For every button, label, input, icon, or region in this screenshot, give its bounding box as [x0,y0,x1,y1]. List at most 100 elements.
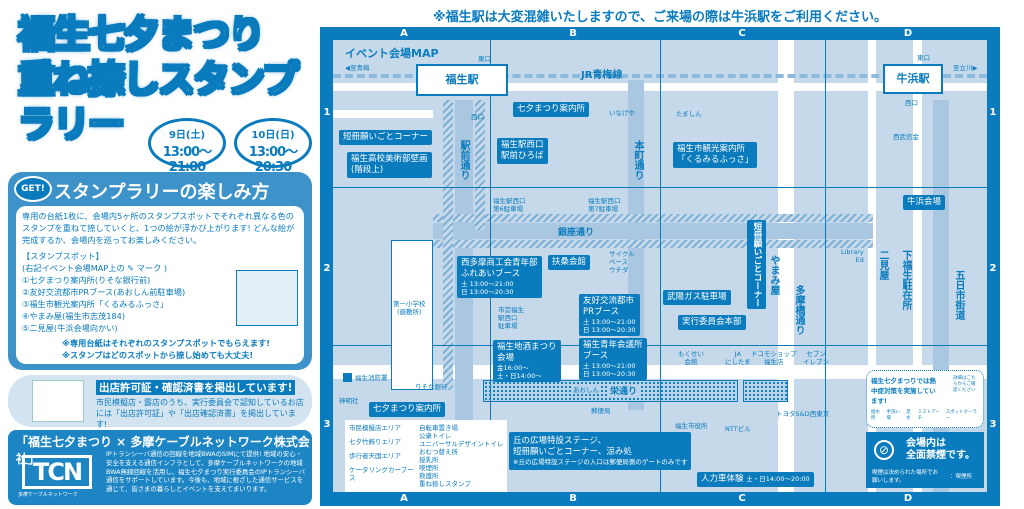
road-tamabashi [778,40,794,492]
spots-title: 【スタンプスポット】 [22,251,104,261]
legend-icon-item: ユニバーサルデザイントイレ [419,440,504,448]
yamamiya-label: やまみ屋 [768,255,779,295]
legend-area: 七夕竹飾りエリア [349,438,401,446]
legend-area: ケータリングカーブース [349,466,414,482]
yuko-time: 土 13:00〜21:00 日 13:00〜20:30 [583,318,636,334]
permit-text: 市民模擬店・露店のうち、実行委員会で認知しているお店には「出店許可証」や「出店確… [96,398,304,429]
sakae-dori-label: 栄通り [608,384,640,397]
rickshaw-text: 人力車体験 [701,474,744,484]
label-ushihama-venue[interactable]: 牛浜会場 [903,195,946,210]
tcn-panel: 「福生七夕まつり × 多摩ケーブルネットワーク株式会社」 TCN 多摩ケーブルネ… [8,430,312,505]
tcn-logo: TCN [22,455,92,489]
road [913,40,922,492]
tamabashi-dori-label: 多摩橋通り [793,285,804,335]
permit-panel: 出店許可証・確認済書を掲出しています! 市民模擬店・露店のうち、実行委員会で認知… [8,375,312,429]
col-label: C [738,493,746,504]
col-label: C [738,28,746,39]
heat-notice: 福生七夕まつりでは熱中症対策を実施しています! 詳細はこちらからご確認ください … [866,370,984,428]
grid-line [660,40,661,492]
label-seinen-booth[interactable]: 福生青年会議所 ブース土 13:00〜21:00 日 13:00〜20:30 [579,338,647,380]
shinmei-label: 神明社 [339,397,359,405]
parking6-label: 福生駅西口 第6駐車場 [493,197,526,213]
legend-icon-item: 公衆トイレ [419,432,452,440]
label-mural[interactable]: 福生高校美術部壁画 (階段上) [347,152,432,178]
badge-day: 10日(日) [251,130,295,141]
label-yuko-pr-booth[interactable]: 友好交流都市 PRブース土 13:00〜21:00 日 13:00〜20:30 [579,294,640,336]
seinen-time: 土 13:00〜21:00 日 13:00〜20:30 [583,362,636,378]
col-label: A [400,493,408,504]
grid-line [333,345,987,346]
grid-line [825,40,826,492]
date-badge-sat: 9日(土)13:00〜21:00 [148,118,226,175]
label-tanzaku-corner-2[interactable]: 短冊願いごとコーナー [747,220,766,309]
heat-text: 福生七夕まつりでは熱中症対策を実施しています! [871,377,936,405]
east-exit-label: 東口 [917,54,930,62]
aoshin-label: あおしん [573,386,599,394]
ja-label: JA にしたま [725,350,751,366]
ginza-dori-label: 銀座通り [558,228,595,238]
yuko-text: 友好交流都市 PRブース [583,296,635,317]
row-label: 3 [323,419,331,430]
spot-item: ⑤二見屋(牛浜会場向かい) [22,323,118,333]
label-info-center[interactable]: 七夕まつり案内所 [513,102,590,117]
bamboo-area [443,100,453,390]
label-buyo-gas-parking[interactable]: 武陽ガス駐車場 [663,290,731,305]
stall-area [743,380,788,402]
rickshaw-time: 土・日14:00〜20:00 [746,475,810,483]
howto-body: 専用の台紙1枚に、会場内5ヶ所のスタンプスポットでそれぞれ異なる色のスタンプを重… [16,206,304,364]
howto-panel: GET! スタンプラリーの楽しみ方 専用の台紙1枚に、会場内5ヶ所のスタンプスポ… [8,172,312,370]
mokusei-label: もくせい 会館 [678,350,704,366]
heat-items: 給水所手洗い場足水ミストアーチスポットクーラー [871,409,979,421]
heat-side-text: 詳細はこちらからご確認ください [953,376,976,393]
event-map[interactable]: A B C D A B C D 1 2 3 1 2 3 イベント会場MAP ◀至… [320,27,1000,506]
row-label: 1 [323,107,331,118]
note: ※スタンプはどのスポットから捺し始めても大丈夫! [62,350,254,360]
label-info-center-2[interactable]: 七夕まつり案内所 [369,402,446,417]
legend-icon-item: 授乳所 [419,456,439,464]
grid-line [333,187,987,188]
seinen-text: 福生青年会議所 ブース [583,340,643,361]
note: ※専用台紙はそれぞれのスタンプスポットでもらえます! [62,338,270,348]
badge-time: 13:00〜21:00 [162,145,212,175]
label-stage[interactable]: 丘の広場特設ステージ、 短冊願いごとコーナー、涼み処※丘の広場特設ステージの入口… [509,432,692,470]
ushihama-station[interactable]: 牛浜駅 [883,64,943,94]
station-notice: ※福生駅は大変混雑いたしますので、ご来場の際は牛浜駅をご利用ください。 [432,10,888,25]
title-line: 福生七夕まつり [17,12,266,57]
map-canvas: イベント会場MAP ◀至青梅 至立川▶ JR青梅線 福生駅 牛浜駅 東口 東口 … [333,40,987,492]
road [333,110,433,118]
parking7-label: 福生駅西口 第7駐車場 [588,197,621,213]
honcho-dori-label: 本町通り [632,140,643,180]
row-label: 3 [989,419,997,430]
legend-area: 市民模擬店エリア [349,424,401,432]
label-jizake-venue[interactable]: 福生地酒まつり 会場金16:00〜 土・日14:00〜 [493,340,561,382]
docomo-label: ドコモショップ 福生店 [751,350,797,366]
label-rickshaw[interactable]: 人力車体験 土・日14:00〜20:00 [697,472,814,487]
label-nishitama-booth[interactable]: 西多摩商工会青年部 ふれあいブース土 13:00〜21:00 日 13:00〜2… [457,256,542,298]
map-legend: 市民模擬店エリア 七夕竹飾りエリア 歩行者天国エリア ケータリングカーブース 自… [345,420,507,492]
bamboo-area [433,214,873,222]
no-smoking-heading: 会場内は 全面禁煙です。 [906,438,975,461]
heat-item: 給水所 [871,410,880,421]
label-kanko-center[interactable]: 福生市観光案内所 「くるみるふっさ」 [673,142,758,168]
badge-time: 13:00〜20:30 [248,145,298,175]
smoking-area-legend: ：喫煙所 [950,474,973,480]
stamp-illustration [236,270,298,326]
jr-line-label: JR青梅線 [581,70,623,81]
title-line: 重ね捺しスタンプ [17,57,300,102]
spot-item: ①七夕まつり案内所(りそな銀行前) [22,275,151,285]
fussa-station[interactable]: 福生駅 [416,64,508,96]
permit-heading: 出店許可証・確認済書を掲出しています! [96,380,296,395]
label-tanzaku-corner[interactable]: 短冊願いごとコーナー [339,130,433,145]
label-fuso-kaikan[interactable]: 扶桑会館 [548,255,591,270]
west-exit-label: 西口 [471,113,484,121]
label-hq[interactable]: 実行委員会本部 [678,315,746,330]
inageya-label: いなげや [609,109,635,117]
seven-eleven-label: セブン イレブン [803,350,829,366]
title-line: ラリー [17,102,126,147]
date-badge-sun: 10日(日) 13:00〜20:30 [234,118,312,175]
label-west-plaza[interactable]: 福生駅西口 駅前ひろば [497,138,548,164]
nishitama-time: 土 13:00〜21:00 日 13:00〜20:30 [461,280,514,296]
road-ginza [433,223,873,239]
school-label: 第一小学校 (避難所) [393,300,426,316]
legend-area: 歩行者天国エリア [349,452,401,460]
